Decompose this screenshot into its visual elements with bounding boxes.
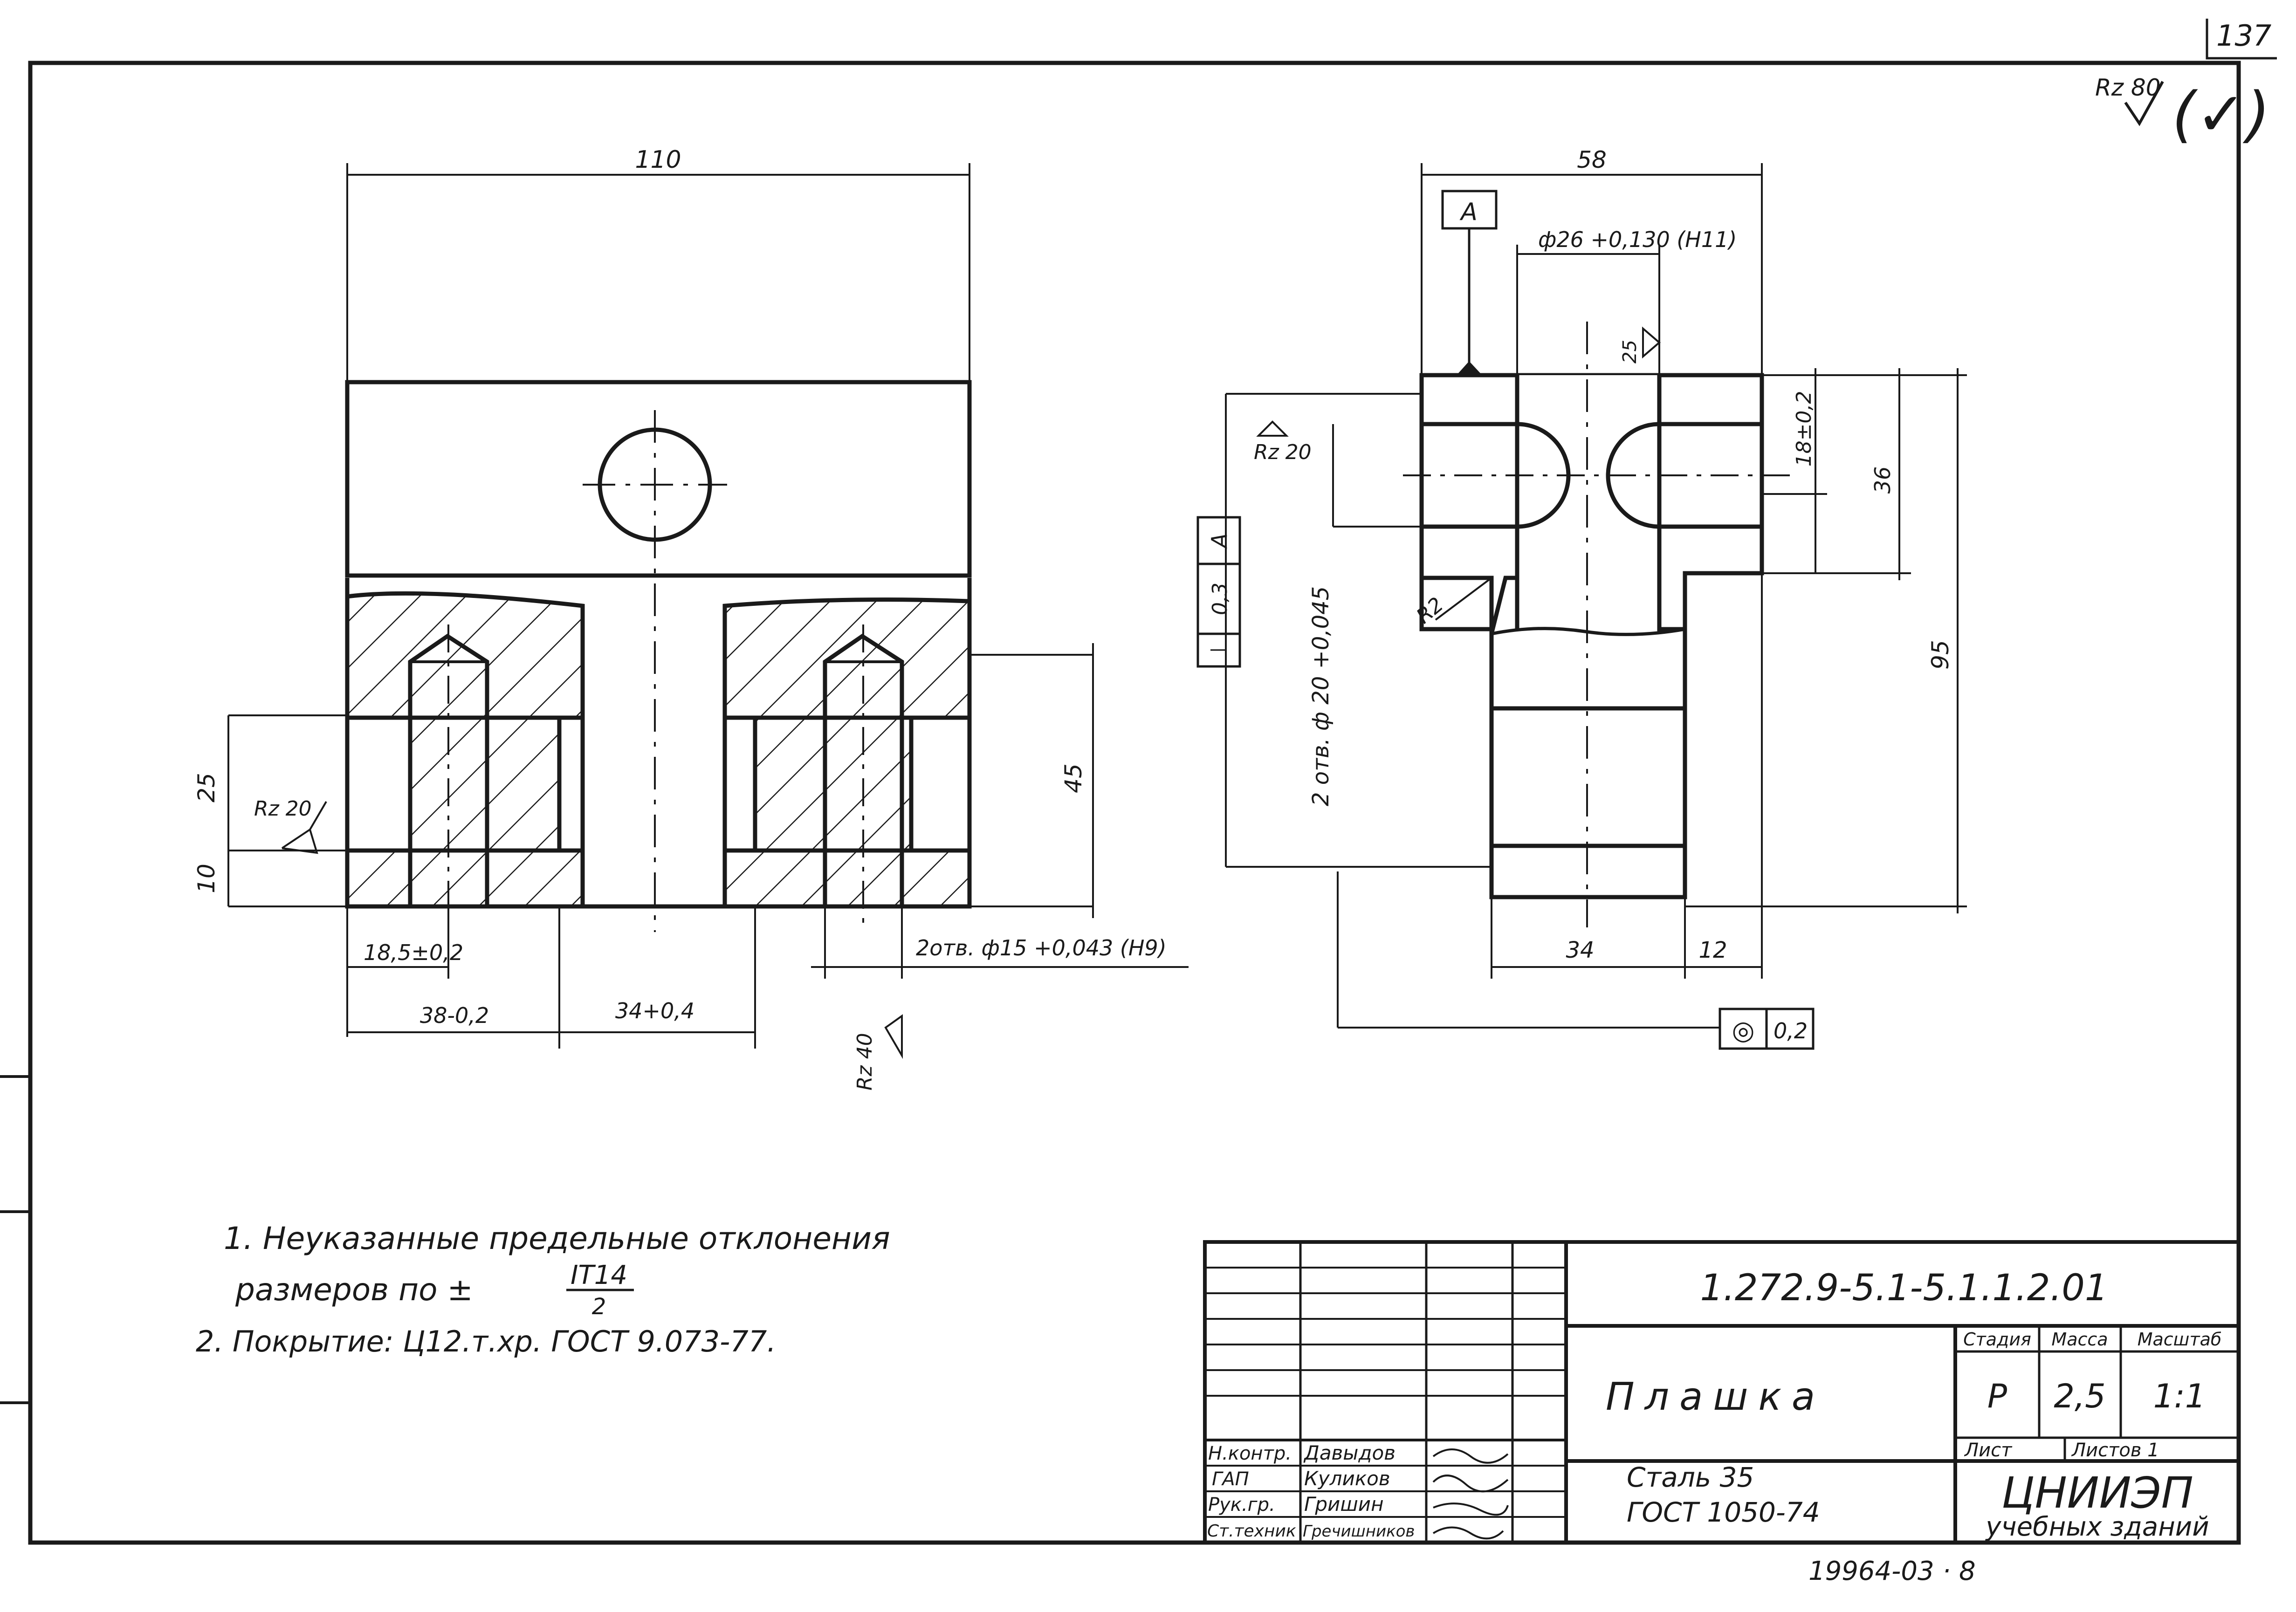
tb-name-1: Давыдов <box>1303 1441 1395 1464</box>
left-section-hatched <box>345 578 972 909</box>
rough-25-top: 25 <box>1619 326 1661 364</box>
svg-text:12: 12 <box>1698 937 1727 963</box>
tb-mass-header: Масса <box>2051 1329 2108 1350</box>
bottom-code: 19964-03 · 8 <box>1808 1556 1976 1586</box>
concentricity-frame: ◎ 0,2 <box>1337 871 1815 1050</box>
note-1b: размеров по ± <box>235 1272 473 1308</box>
tb-mass: 2,5 <box>2054 1377 2105 1415</box>
tb-sheet-header: Лист <box>1964 1440 2013 1461</box>
svg-text:ф26 +0,130 (Н11): ф26 +0,130 (Н11) <box>1538 227 1737 252</box>
left-top-block <box>345 380 972 578</box>
svg-text:25: 25 <box>1619 340 1641 364</box>
datum-a: A <box>1441 190 1498 375</box>
right-cross-holes <box>1403 322 1799 927</box>
svg-text:36: 36 <box>1870 466 1895 494</box>
holes-note-right: 2 отв. ф 20 +0,045 <box>1225 393 1492 868</box>
general-roughness-symbol: Rz 80 (✓) <box>2095 74 2270 150</box>
rough-rz40-left: Rz 40 <box>853 1014 903 1091</box>
svg-text:2 отв. ф 20 +0,045: 2 отв. ф 20 +0,045 <box>1308 586 1334 806</box>
dim-38-34: 38-0,2 34+0,4 <box>347 906 756 1049</box>
dim-58: 58 <box>1421 146 1763 375</box>
svg-text:◎: ◎ <box>1732 1015 1755 1046</box>
tb-scale: 1:1 <box>2153 1377 2206 1415</box>
tb-doc-number: 1.272.9-5.1-5.1.1.2.01 <box>1700 1267 2108 1309</box>
right-section-hatched <box>1419 373 1764 899</box>
tb-name-4: Гречишников <box>1303 1522 1415 1541</box>
svg-text:110: 110 <box>635 146 681 174</box>
note-2: 2. Покрытие: Ц12.т.хр. ГОСТ 9.073-77. <box>196 1324 776 1358</box>
left-hole-1 <box>408 624 489 932</box>
left-hole-2 <box>823 624 904 932</box>
tb-role-1: Н.контр. <box>1208 1443 1292 1464</box>
rough-rz20-left: Rz 20 <box>254 797 327 854</box>
sheet-frame <box>28 61 2241 1545</box>
tb-organization-sub: учебных зданий <box>1985 1512 2209 1542</box>
svg-text:A: A <box>1459 198 1478 226</box>
svg-text:⊥: ⊥ <box>1205 640 1232 660</box>
svg-text:34: 34 <box>1566 937 1594 963</box>
svg-text:Rz 80: Rz 80 <box>2095 74 2161 101</box>
dim-95: 95 <box>1685 368 1967 913</box>
tb-role-2: ГАП <box>1212 1468 1249 1490</box>
tb-role-3: Рук.гр. <box>1208 1494 1275 1516</box>
svg-text:25: 25 <box>193 773 220 803</box>
note-fraction-den: 2 <box>592 1294 606 1320</box>
svg-text:18,5±0,2: 18,5±0,2 <box>364 940 463 965</box>
svg-text:Rz 20: Rz 20 <box>1254 440 1312 464</box>
svg-text:2отв. ф15 +0,043 (Н9): 2отв. ф15 +0,043 (Н9) <box>916 935 1167 960</box>
svg-text:R2: R2 <box>1412 593 1448 629</box>
tb-organization: ЦНИИЭП <box>2001 1468 2193 1518</box>
tb-name-3: Гришин <box>1304 1493 1384 1516</box>
dim-18-36: 18±0,2 36 <box>1762 368 1911 580</box>
dim-25-10: 25 10 <box>193 714 347 907</box>
title-block: Н.контр. Давыдов ГАП Куликов Рук.гр. Гри… <box>1203 1240 2241 1544</box>
holes-note-left: 2отв. ф15 +0,043 (Н9) <box>811 906 1189 979</box>
rough-rz20-right: Rz 20 <box>1254 420 1312 464</box>
svg-text:34+0,4: 34+0,4 <box>615 998 694 1023</box>
note-1: 1. Неуказанные предельные отклонения <box>224 1221 890 1256</box>
radius-r2: R2 <box>1412 577 1492 629</box>
perpendicularity-frame: A 0,3 ⊥ <box>1196 516 1241 668</box>
sheet-number-box <box>2206 19 2277 60</box>
right-view: 58 A ф26 +0,130 (Н11) 25 Rz 20 <box>1196 146 1967 1050</box>
dim-18-5: 18,5±0,2 <box>346 906 463 1037</box>
note-fraction-num: IT14 <box>571 1260 627 1290</box>
svg-text:0,3: 0,3 <box>1208 583 1232 615</box>
tb-part-name: Плашка <box>1606 1375 1825 1419</box>
left-slot-1 <box>345 715 562 853</box>
tb-stage: Р <box>1987 1377 2007 1415</box>
tb-role-4: Ст.техник <box>1207 1522 1296 1541</box>
signatures <box>1432 1448 1509 1540</box>
svg-text:38-0,2: 38-0,2 <box>420 1003 489 1028</box>
svg-text:10: 10 <box>193 864 220 893</box>
sheet-number: 137 <box>2216 19 2271 53</box>
svg-text:58: 58 <box>1577 146 1607 173</box>
dim-34-12: 34 12 <box>1491 573 1763 979</box>
svg-text:A: A <box>1207 533 1232 549</box>
tb-material-1: Сталь 35 <box>1627 1461 1754 1493</box>
left-view: 110 25 10 45 Rz 20 18,5±0,2 <box>193 146 1189 1091</box>
dim-110: 110 <box>346 146 970 382</box>
tb-name-2: Куликов <box>1304 1467 1390 1490</box>
svg-text:45: 45 <box>1060 763 1087 793</box>
dim-45: 45 <box>969 643 1094 918</box>
dim-bore-26: ф26 +0,130 (Н11) <box>1516 227 1737 375</box>
svg-text:0,2: 0,2 <box>1774 1018 1808 1043</box>
tb-material-2: ГОСТ 1050-74 <box>1627 1496 1820 1528</box>
svg-text:18±0,2: 18±0,2 <box>1792 391 1816 467</box>
tb-stage-header: Стадия <box>1963 1329 2031 1350</box>
svg-text:95: 95 <box>1927 640 1954 670</box>
tb-scale-header: Масштаб <box>2138 1329 2222 1350</box>
svg-text:Rz 40: Rz 40 <box>853 1033 877 1091</box>
technical-notes: 1. Неуказанные предельные отклонения раз… <box>196 1221 890 1358</box>
svg-text:(✓): (✓) <box>2172 79 2270 150</box>
svg-text:Rz 20: Rz 20 <box>254 797 312 821</box>
tb-sheets-header: Листов 1 <box>2071 1440 2159 1461</box>
